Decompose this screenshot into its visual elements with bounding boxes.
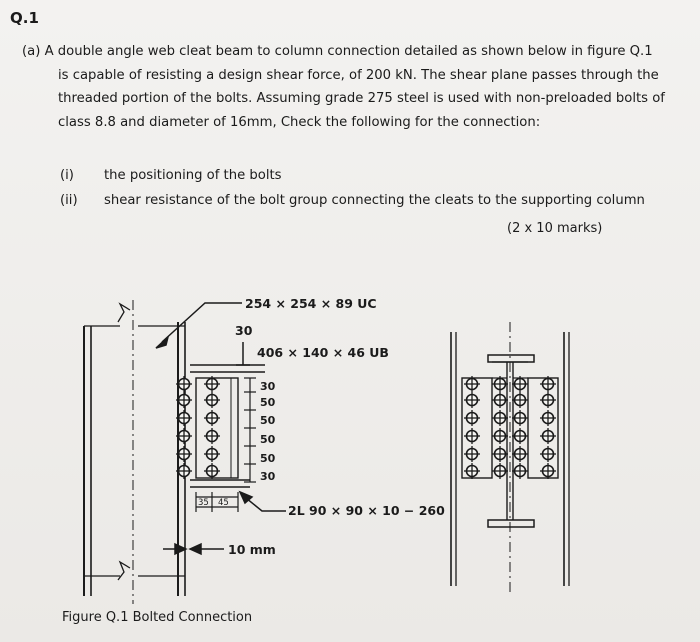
cleat-label: 2L 90 × 90 × 10 − 260 xyxy=(288,503,445,518)
question-line: (a) A double angle web cleat beam to col… xyxy=(22,44,653,59)
column-elevation xyxy=(83,300,186,604)
item-i-label: (i) xyxy=(60,168,74,183)
pitch-label: 50 xyxy=(260,396,276,409)
edge-distance-label: 35 xyxy=(198,498,209,508)
gap-dimension xyxy=(163,542,224,556)
column-label-leader xyxy=(155,302,242,349)
question-line: threaded portion of the bolts. Assuming … xyxy=(58,91,665,106)
beam-elevation xyxy=(190,364,265,488)
bolt-group-beam-web xyxy=(203,375,221,480)
figure-caption: Figure Q.1 Bolted Connection xyxy=(62,610,253,625)
beam-section-label: 406 × 140 × 46 UB xyxy=(257,345,389,360)
marks-allocation: (2 x 10 marks) xyxy=(507,221,603,236)
gap-label: 10 mm xyxy=(228,542,276,557)
edge-distance-box xyxy=(195,492,239,512)
pitch-label: 50 xyxy=(260,414,276,427)
beam-end-view xyxy=(461,322,559,596)
question-part-a: (a) A double angle web cleat beam to col… xyxy=(22,40,682,134)
item-i-text: the positioning of the bolts xyxy=(104,168,282,183)
pitch-label: 50 xyxy=(260,433,276,446)
column-section-label: 254 × 254 × 89 UC xyxy=(245,296,377,311)
question-line: is capable of resisting a design shear f… xyxy=(58,67,659,83)
pitch-dimension-line xyxy=(244,377,256,483)
edge-distance-label: 45 xyxy=(218,498,229,508)
column-end-view xyxy=(450,332,570,586)
question-line: class 8.8 and diameter of 16mm, Check th… xyxy=(58,114,541,130)
pitch-label: 30 xyxy=(260,470,276,483)
top-gap-arrow xyxy=(236,342,250,366)
item-ii-label: (ii) xyxy=(60,193,78,208)
cleat-label-leader xyxy=(238,490,286,512)
top-gap-label: 30 xyxy=(235,323,253,338)
question-number: Q.1 xyxy=(10,9,39,27)
pitch-label: 30 xyxy=(260,380,276,393)
item-ii-text: shear resistance of the bolt group conne… xyxy=(104,193,645,208)
pitch-label: 50 xyxy=(260,452,276,465)
